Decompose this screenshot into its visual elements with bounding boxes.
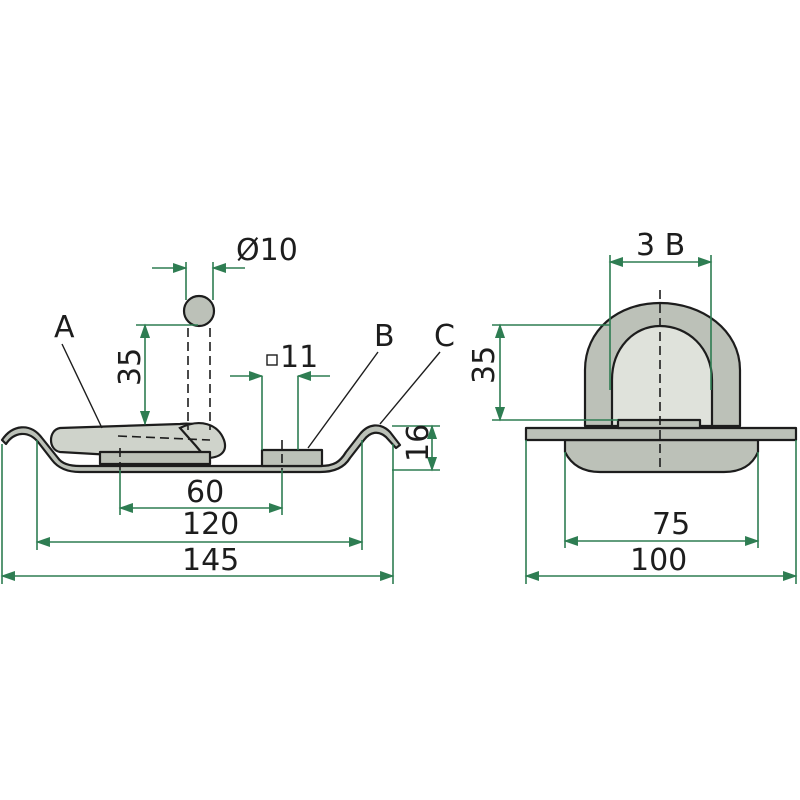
dim-width-120: 120 xyxy=(182,507,239,542)
dim-width-100: 100 xyxy=(630,543,687,578)
plate-b-side xyxy=(260,448,324,468)
dim-height-ring-side: 35 xyxy=(113,348,148,386)
dim-width-75: 75 xyxy=(652,507,690,542)
anchor-block-side xyxy=(98,450,212,466)
dim-height-ring-front: 35 xyxy=(467,346,502,384)
dim-top-width: 3 B xyxy=(636,228,685,263)
base-plate-side xyxy=(0,424,402,474)
dim-diameter: Ø10 xyxy=(236,233,298,268)
label-a: A xyxy=(54,310,75,345)
ring-section-circle xyxy=(182,294,216,328)
label-c: C xyxy=(434,319,455,354)
front-view: 3 B 35 75 100 xyxy=(467,228,798,584)
square-symbol-icon xyxy=(266,354,278,366)
dim-width-60: 60 xyxy=(186,475,224,510)
dim-height-plate: 16 xyxy=(401,424,436,462)
dim-width-145: 145 xyxy=(182,543,239,578)
bowl-front xyxy=(563,438,760,474)
label-b: B xyxy=(374,319,395,354)
ring-inner-front xyxy=(610,324,714,428)
plate-front xyxy=(524,426,798,442)
dim-square: 11 xyxy=(280,340,318,375)
ring-base-block xyxy=(616,418,702,430)
side-view: Ø10 35 11 16 60 120 145 A xyxy=(0,233,455,584)
